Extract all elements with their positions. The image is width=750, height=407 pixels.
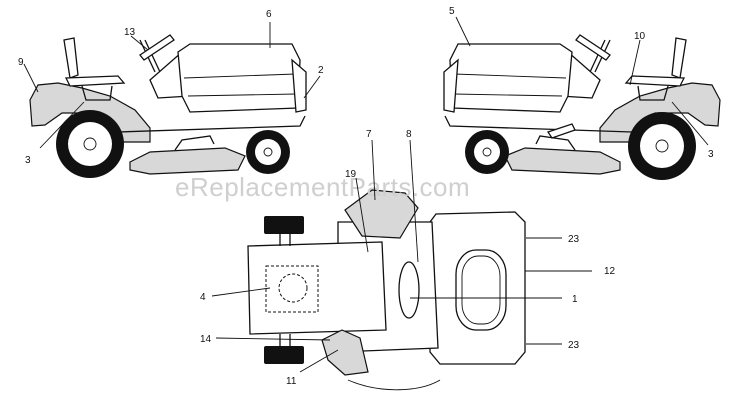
- callout-9: 9: [18, 57, 24, 68]
- watermark-text: eReplacementParts.com: [175, 172, 470, 202]
- right-tractor-side-view: [443, 34, 721, 180]
- callout-13: 13: [124, 27, 136, 38]
- left-tractor-side-view: [29, 34, 307, 178]
- callout-4: 4: [200, 292, 206, 303]
- callout-3-left: 3: [25, 155, 31, 166]
- callout-3-right: 3: [708, 149, 714, 160]
- tractor-top-view: [247, 189, 526, 391]
- callout-10: 10: [634, 31, 646, 42]
- callout-2: 2: [318, 65, 324, 76]
- callout-23-bottom: 23: [568, 340, 580, 351]
- callout-14: 14: [200, 334, 212, 345]
- callout-11: 11: [286, 376, 297, 387]
- callout-7: 7: [366, 129, 372, 140]
- callout-19: 19: [345, 169, 357, 180]
- callout-1: 1: [572, 294, 578, 305]
- callout-23-top: 23: [568, 234, 580, 245]
- callout-8: 8: [406, 129, 412, 140]
- callout-6: 6: [266, 9, 272, 20]
- callout-leaders: [23, 16, 709, 373]
- callout-12: 12: [604, 266, 616, 277]
- callout-5: 5: [449, 6, 455, 17]
